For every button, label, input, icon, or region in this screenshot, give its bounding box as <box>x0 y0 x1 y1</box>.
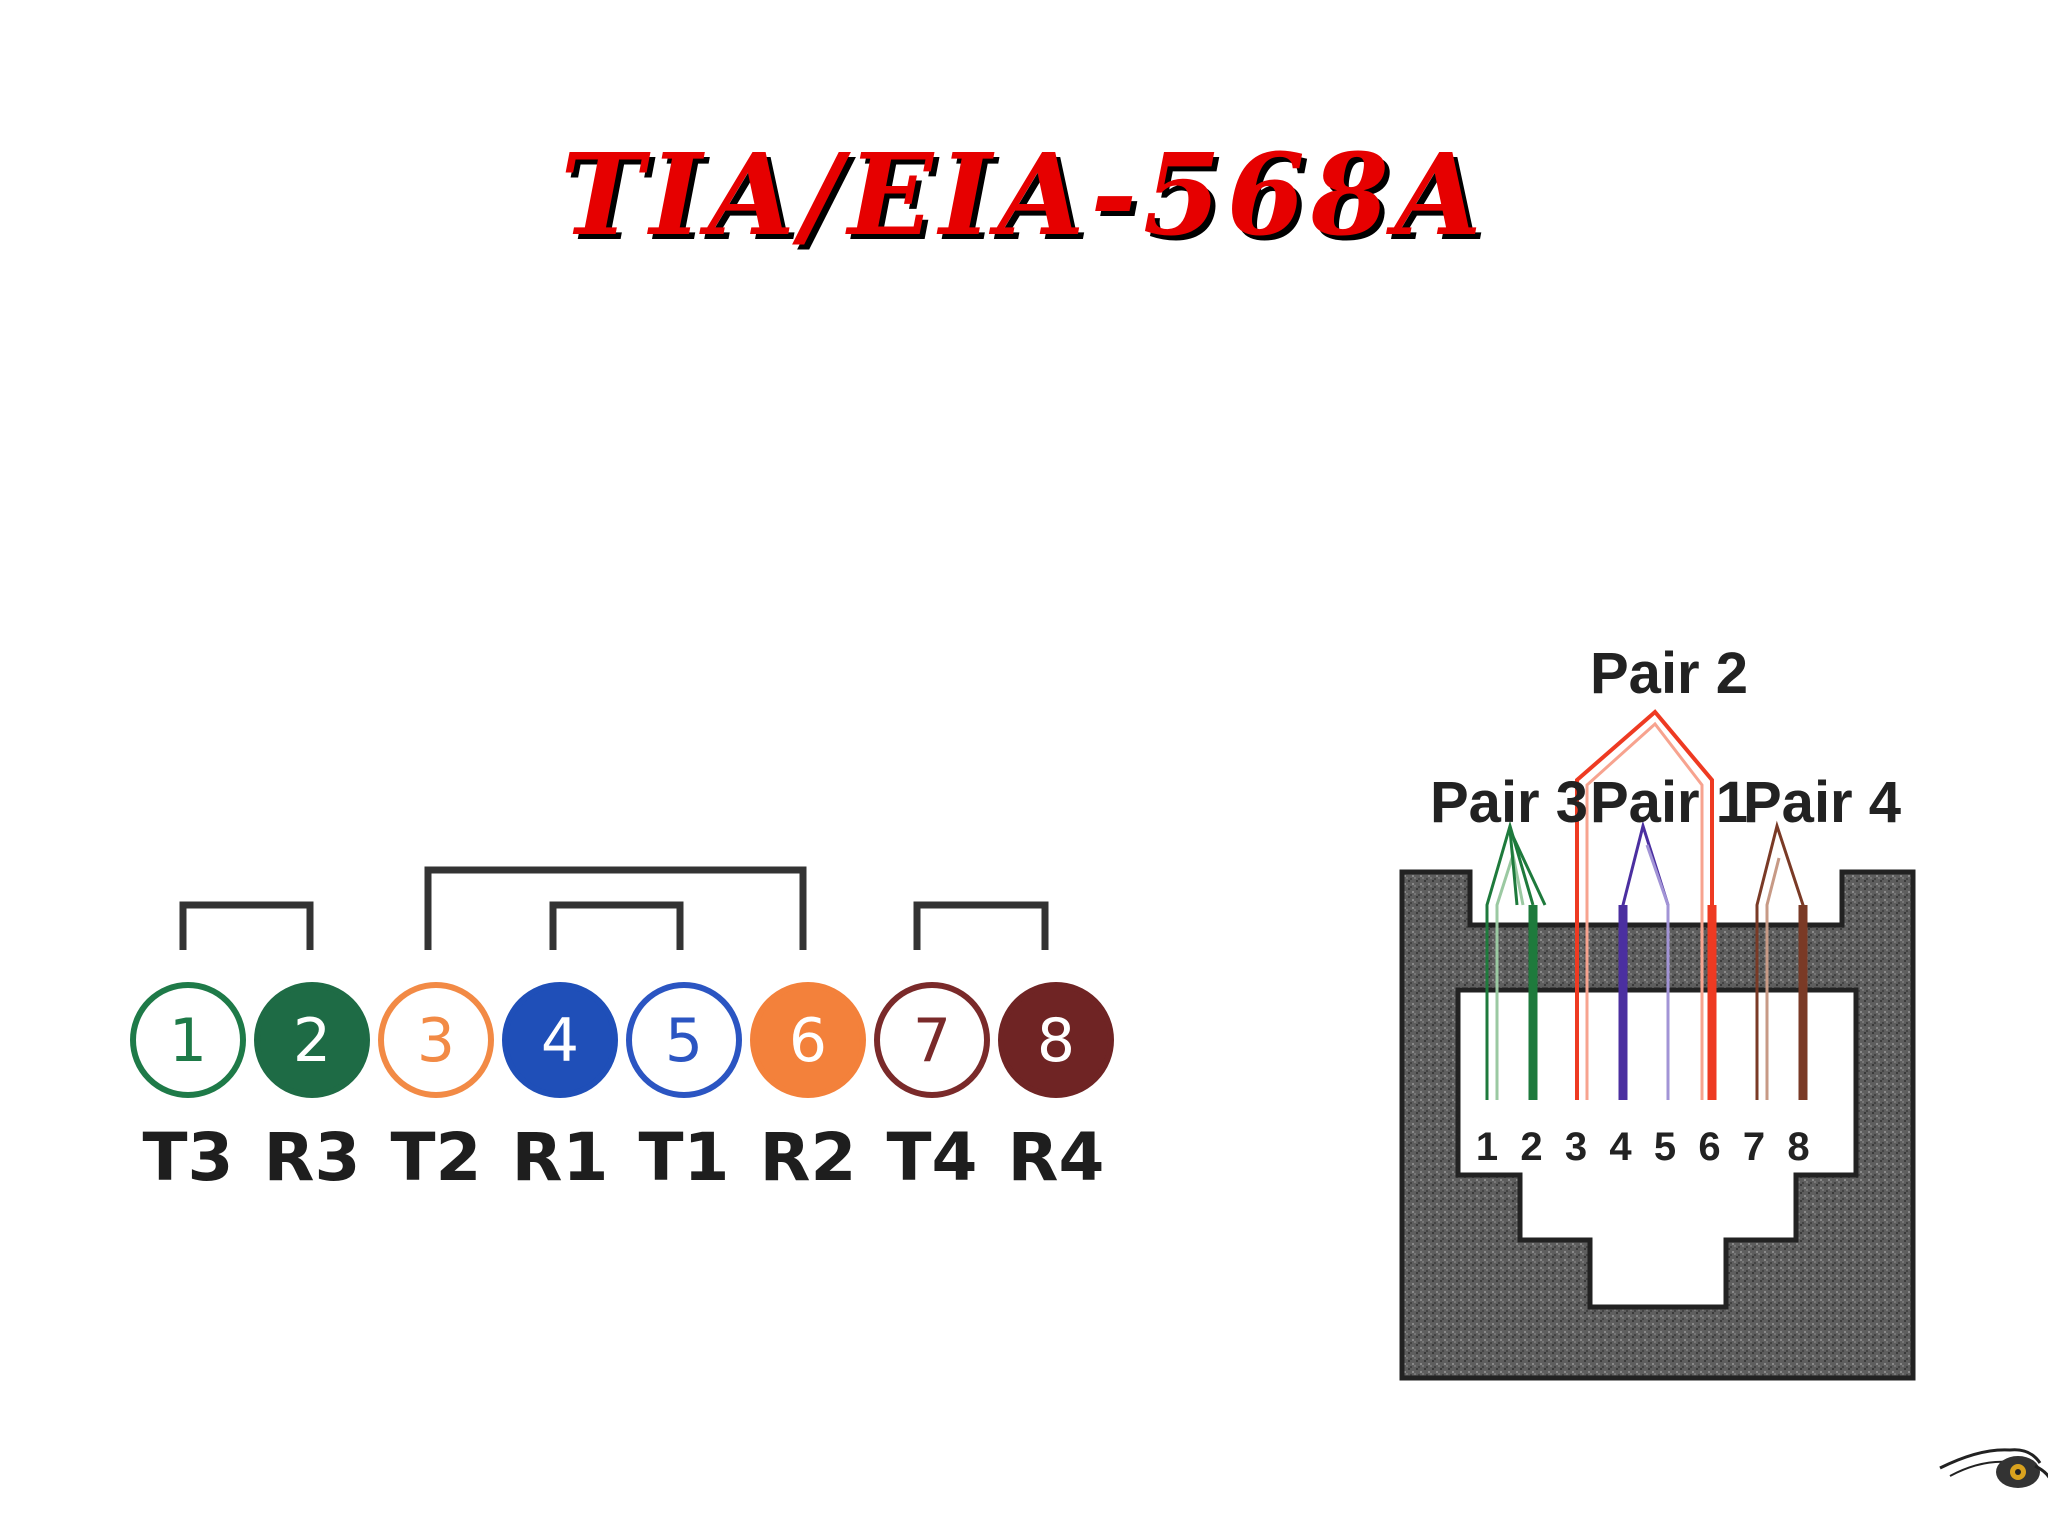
bracket-pair-1 <box>549 901 684 950</box>
pin-5-number: 5 <box>665 1006 703 1076</box>
pin-7-number: 7 <box>913 1006 951 1076</box>
pair-3-label: Pair 3 <box>1430 770 1588 835</box>
pair-4-label: Pair 4 <box>1743 770 1901 835</box>
pin-4-label: R1 <box>512 1119 609 1196</box>
pair-brackets <box>179 866 1049 950</box>
pin-5-circle <box>626 982 742 1098</box>
bracket-pair-3 <box>179 901 314 950</box>
bracket-pair-2 <box>424 866 807 950</box>
pin-3-label: T2 <box>391 1119 482 1196</box>
jack-pin-7-number: 7 <box>1743 1125 1765 1169</box>
pin-2-number: 2 <box>293 1006 331 1076</box>
wire-pair-3 <box>1485 820 1547 1100</box>
pin-4-number: 4 <box>541 1006 579 1076</box>
wire-pair-1 <box>1618 820 1670 1100</box>
jack-pin-8-number: 8 <box>1787 1125 1809 1169</box>
pin-7-label: T4 <box>887 1119 978 1196</box>
jack-body <box>1399 869 1916 1381</box>
pin-5-label: T1 <box>639 1119 730 1196</box>
pin-labels: T3 R3 T2 R1 T1 R2 T4 R4 <box>143 1119 1105 1196</box>
pin-2-circle <box>254 982 370 1098</box>
page-title: TIA/EIA-568A <box>560 130 1488 261</box>
pair-1-label: Pair 1 <box>1590 770 1748 835</box>
pin-3-circle <box>378 982 494 1098</box>
pin-1-number: 1 <box>169 1006 207 1076</box>
jack-pin-4-number: 4 <box>1609 1125 1632 1169</box>
pin-6-circle <box>750 982 866 1098</box>
pin-8-circle <box>998 982 1114 1098</box>
pin-3-number: 3 <box>417 1006 455 1076</box>
pin-circles: 1 2 3 4 5 6 7 8 <box>130 982 1114 1098</box>
pin-8-label: R4 <box>1008 1119 1105 1196</box>
pin-4-circle <box>502 982 618 1098</box>
jack-pin-6-number: 6 <box>1698 1125 1720 1169</box>
wire-pair-2 <box>1575 709 1717 1100</box>
jack-pin-2-number: 2 <box>1520 1125 1542 1169</box>
jack-pin-1-number: 1 <box>1476 1125 1498 1169</box>
pin-2-label: R3 <box>264 1119 361 1196</box>
pin-8-number: 8 <box>1037 1006 1075 1076</box>
bracket-pair-4 <box>913 901 1049 950</box>
bird-logo-icon <box>1939 1448 2048 1488</box>
pin-6-label: R2 <box>760 1119 857 1196</box>
pin-1-circle <box>130 982 246 1098</box>
pin-1-label: T3 <box>143 1119 234 1196</box>
pin-7-circle <box>874 982 990 1098</box>
pair-2-label: Pair 2 <box>1590 641 1748 706</box>
pin-6-number: 6 <box>789 1006 827 1076</box>
wire-pair-4 <box>1755 820 1808 1100</box>
jack-pin-3-number: 3 <box>1565 1125 1587 1169</box>
jack-pin-5-number: 5 <box>1654 1125 1676 1169</box>
